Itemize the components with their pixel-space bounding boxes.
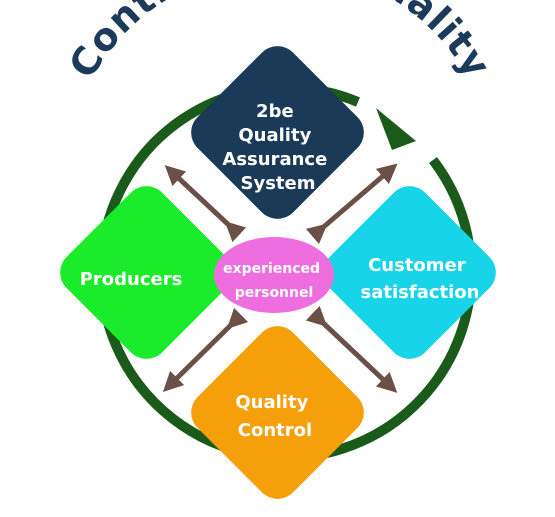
diamond-right [323, 186, 496, 359]
top-line-1: 2be [256, 101, 294, 122]
center-line-2: personnel [235, 285, 314, 301]
cycle-arrowhead [376, 108, 416, 150]
cycle-ring [96, 82, 477, 463]
bottom-line-2: Control [238, 420, 312, 441]
left-line-1: Producers [80, 269, 183, 290]
center-ellipse [214, 237, 334, 313]
top-line-2: Quality [238, 125, 311, 146]
left-node-label: Producers [80, 269, 183, 290]
arrow-bottom-right [305, 305, 398, 393]
right-line-2: satisfaction [361, 282, 480, 303]
arrow-top-right [305, 163, 398, 245]
top-node-label: 2be Quality Assurance System [222, 101, 333, 194]
arrow-bottom-left [162, 307, 249, 393]
diamond-left [60, 186, 233, 359]
bottom-node-label: Quality Control [235, 392, 314, 441]
right-line-1: Customer [368, 255, 466, 276]
arrow-top-left [164, 165, 247, 243]
right-node-label: Customer satisfaction [361, 255, 480, 303]
center-line-1: experienced [223, 261, 320, 277]
diamond-bottom [191, 326, 364, 499]
bottom-line-1: Quality [235, 392, 308, 413]
top-line-4: System [241, 173, 316, 194]
center-node-label: experienced personnel [223, 261, 325, 301]
diamond-top [191, 46, 364, 219]
top-line-3: Assurance [222, 149, 327, 170]
